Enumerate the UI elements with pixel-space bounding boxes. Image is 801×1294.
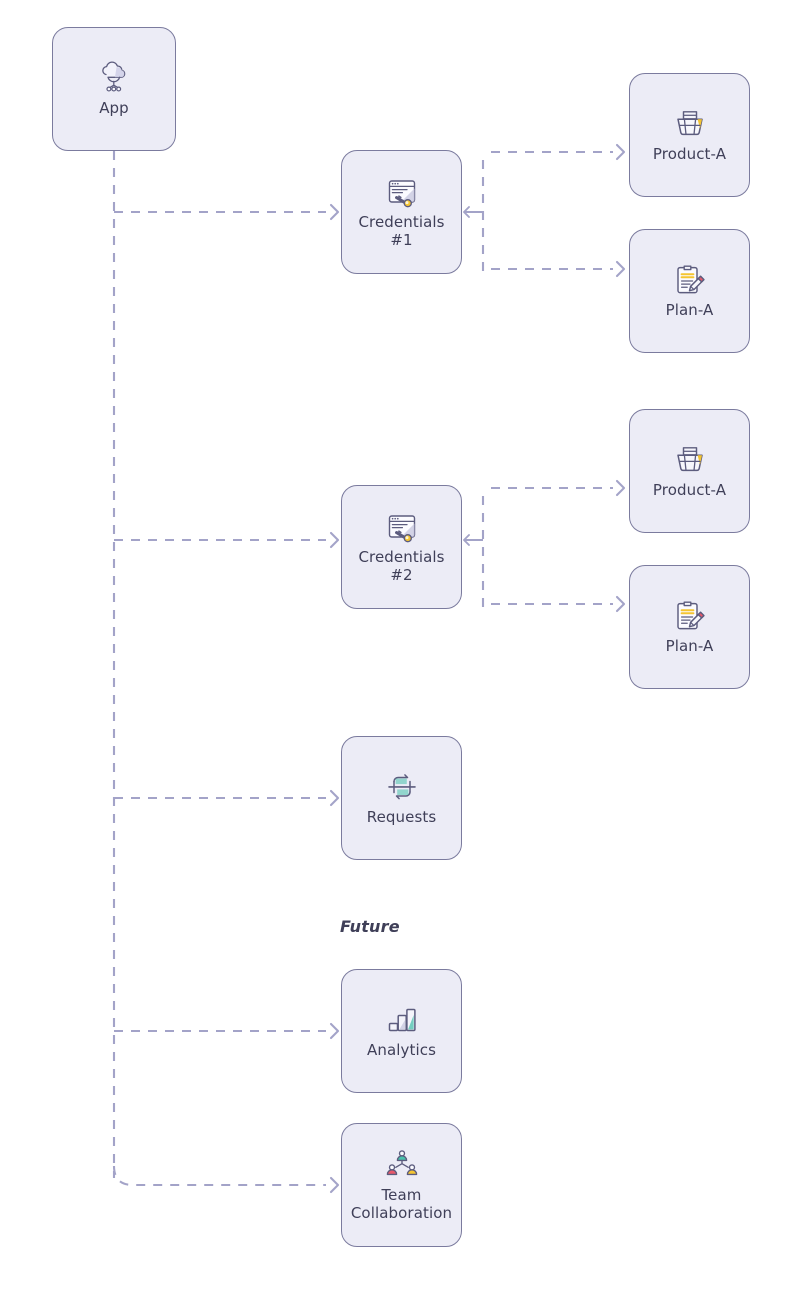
node-app-label: App <box>99 98 129 117</box>
node-credentials-2[interactable]: Credentials #2 <box>341 485 462 609</box>
clipboard-pencil-icon <box>673 599 707 633</box>
node-product-a-2[interactable]: Product-A <box>629 409 750 533</box>
browser-key-icon <box>385 175 419 209</box>
node-plan-a-2-label: Plan-A <box>665 636 714 655</box>
node-team-collaboration-label: Team Collaboration <box>350 1185 453 1222</box>
shopping-basket-icon <box>673 107 707 141</box>
sync-arrows-icon <box>385 770 419 804</box>
node-requests[interactable]: Requests <box>341 736 462 860</box>
node-credentials-1[interactable]: Credentials #1 <box>341 150 462 274</box>
node-requests-label: Requests <box>366 807 437 826</box>
node-plan-a-1[interactable]: Plan-A <box>629 229 750 353</box>
node-plan-a-1-label: Plan-A <box>665 300 714 319</box>
shopping-basket-icon <box>673 443 707 477</box>
people-group-icon <box>385 1148 419 1182</box>
node-plan-a-2[interactable]: Plan-A <box>629 565 750 689</box>
node-analytics-label: Analytics <box>366 1040 436 1059</box>
browser-key-icon <box>385 510 419 544</box>
cloud-network-icon <box>97 61 131 95</box>
node-app[interactable]: App <box>52 27 176 151</box>
edge-app-to-team <box>112 1165 326 1187</box>
node-credentials-1-label: Credentials #1 <box>358 212 445 249</box>
node-credentials-2-label: Credentials #2 <box>358 547 445 584</box>
node-product-a-2-label: Product-A <box>652 480 727 499</box>
bar-chart-icon <box>385 1003 419 1037</box>
clipboard-pencil-icon <box>673 263 707 297</box>
node-analytics[interactable]: Analytics <box>341 969 462 1093</box>
node-team-collaboration[interactable]: Team Collaboration <box>341 1123 462 1247</box>
node-product-a-1[interactable]: Product-A <box>629 73 750 197</box>
node-product-a-1-label: Product-A <box>652 144 727 163</box>
future-section-label: Future <box>340 917 400 936</box>
